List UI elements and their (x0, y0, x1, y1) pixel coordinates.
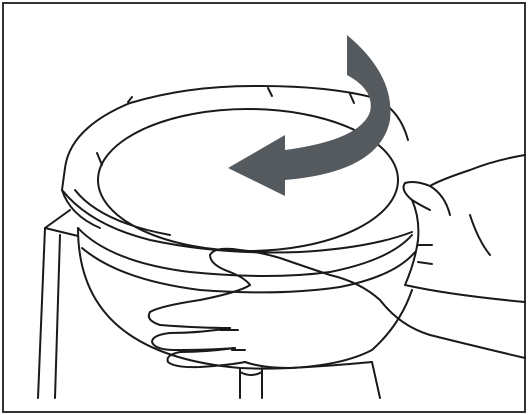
bowl (78, 228, 415, 369)
lid-top (98, 109, 398, 251)
right-hand (404, 155, 525, 302)
left-hand (149, 249, 525, 368)
